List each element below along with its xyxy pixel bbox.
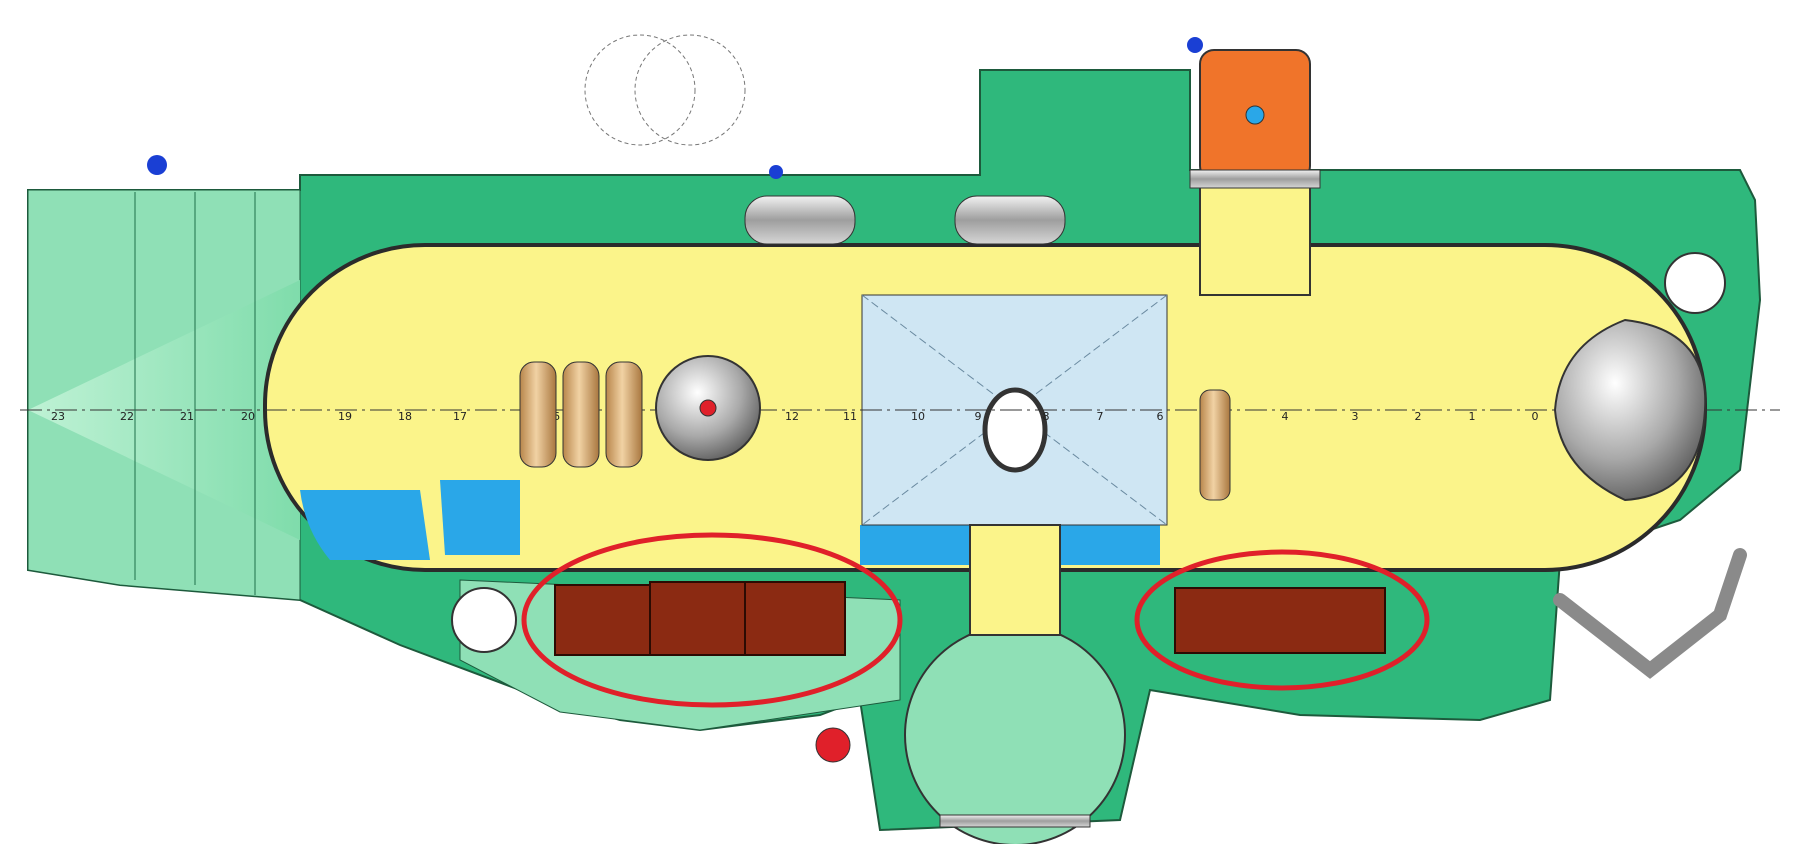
battery-box-2	[649, 581, 746, 656]
frame-number-19: 4	[1282, 410, 1289, 423]
sail-shaft	[1199, 174, 1311, 296]
lower-sphere-base	[939, 814, 1091, 828]
red-buoy	[815, 727, 851, 763]
manipulator-arm	[1553, 548, 1747, 679]
frame-number-22: 1	[1469, 410, 1476, 423]
aft-tanks	[519, 361, 1231, 501]
hatch-porthole	[1245, 105, 1265, 125]
forward-dome	[1553, 318, 1707, 502]
beacon-top	[1187, 37, 1203, 53]
tank-2	[562, 361, 600, 468]
frame-number-4: 19	[338, 410, 352, 423]
ballast-aft-left	[300, 490, 430, 560]
frame-number-3: 20	[241, 410, 255, 423]
compartment-diagonal-1	[861, 294, 1168, 526]
beacon-aft	[147, 155, 167, 175]
battery-boxes	[554, 581, 1386, 656]
frame-number-12: 11	[843, 410, 857, 423]
frame-number-17: 6	[1157, 410, 1164, 423]
frame-number-5: 18	[398, 410, 412, 423]
hull-frame-lines	[134, 192, 256, 595]
frame-number-1: 22	[120, 410, 134, 423]
fwd-propeller	[1664, 252, 1726, 314]
frame-number-14: 9	[975, 410, 982, 423]
frame-number-15: 8	[1043, 410, 1050, 423]
lower-trunk	[969, 524, 1061, 636]
frame-number-2: 21	[180, 410, 194, 423]
battery-box-aft	[521, 532, 903, 708]
air-bottles	[744, 195, 1066, 245]
tank-4	[1199, 389, 1231, 501]
cable-drums	[584, 34, 746, 146]
frame-number-0: 23	[51, 410, 65, 423]
highlight-marks	[521, 532, 1430, 708]
frame-number-16: 7	[1097, 410, 1104, 423]
tank-3	[605, 361, 643, 468]
frame-number-13: 10	[911, 410, 925, 423]
compartment-diagonal-2	[861, 294, 1168, 526]
battery-box-1	[554, 584, 651, 656]
battery-box-fwd	[1134, 549, 1430, 691]
aft-propeller	[451, 587, 517, 653]
beacons	[147, 37, 1203, 763]
battery-box-3	[744, 581, 846, 656]
tank-1	[519, 361, 557, 468]
lower-sphere	[904, 624, 1126, 846]
aft-sphere-port	[699, 399, 717, 417]
viewport-hatch	[982, 387, 1048, 473]
frame-number-20: 3	[1352, 410, 1359, 423]
battery-box-4	[1174, 587, 1386, 654]
hatch-collar	[1189, 169, 1321, 189]
frame-number-23: 0	[1532, 410, 1539, 423]
beacon-mid	[769, 165, 783, 179]
frame-number-6: 17	[453, 410, 467, 423]
air-bottle-1	[744, 195, 856, 245]
ballast-aft-mid	[440, 480, 520, 555]
frame-number-11: 12	[785, 410, 799, 423]
propellers	[451, 252, 1726, 653]
air-bottle-2	[954, 195, 1066, 245]
cable-drum-2	[634, 34, 746, 146]
frame-number-21: 2	[1415, 410, 1422, 423]
cable-drum-1	[584, 34, 696, 146]
